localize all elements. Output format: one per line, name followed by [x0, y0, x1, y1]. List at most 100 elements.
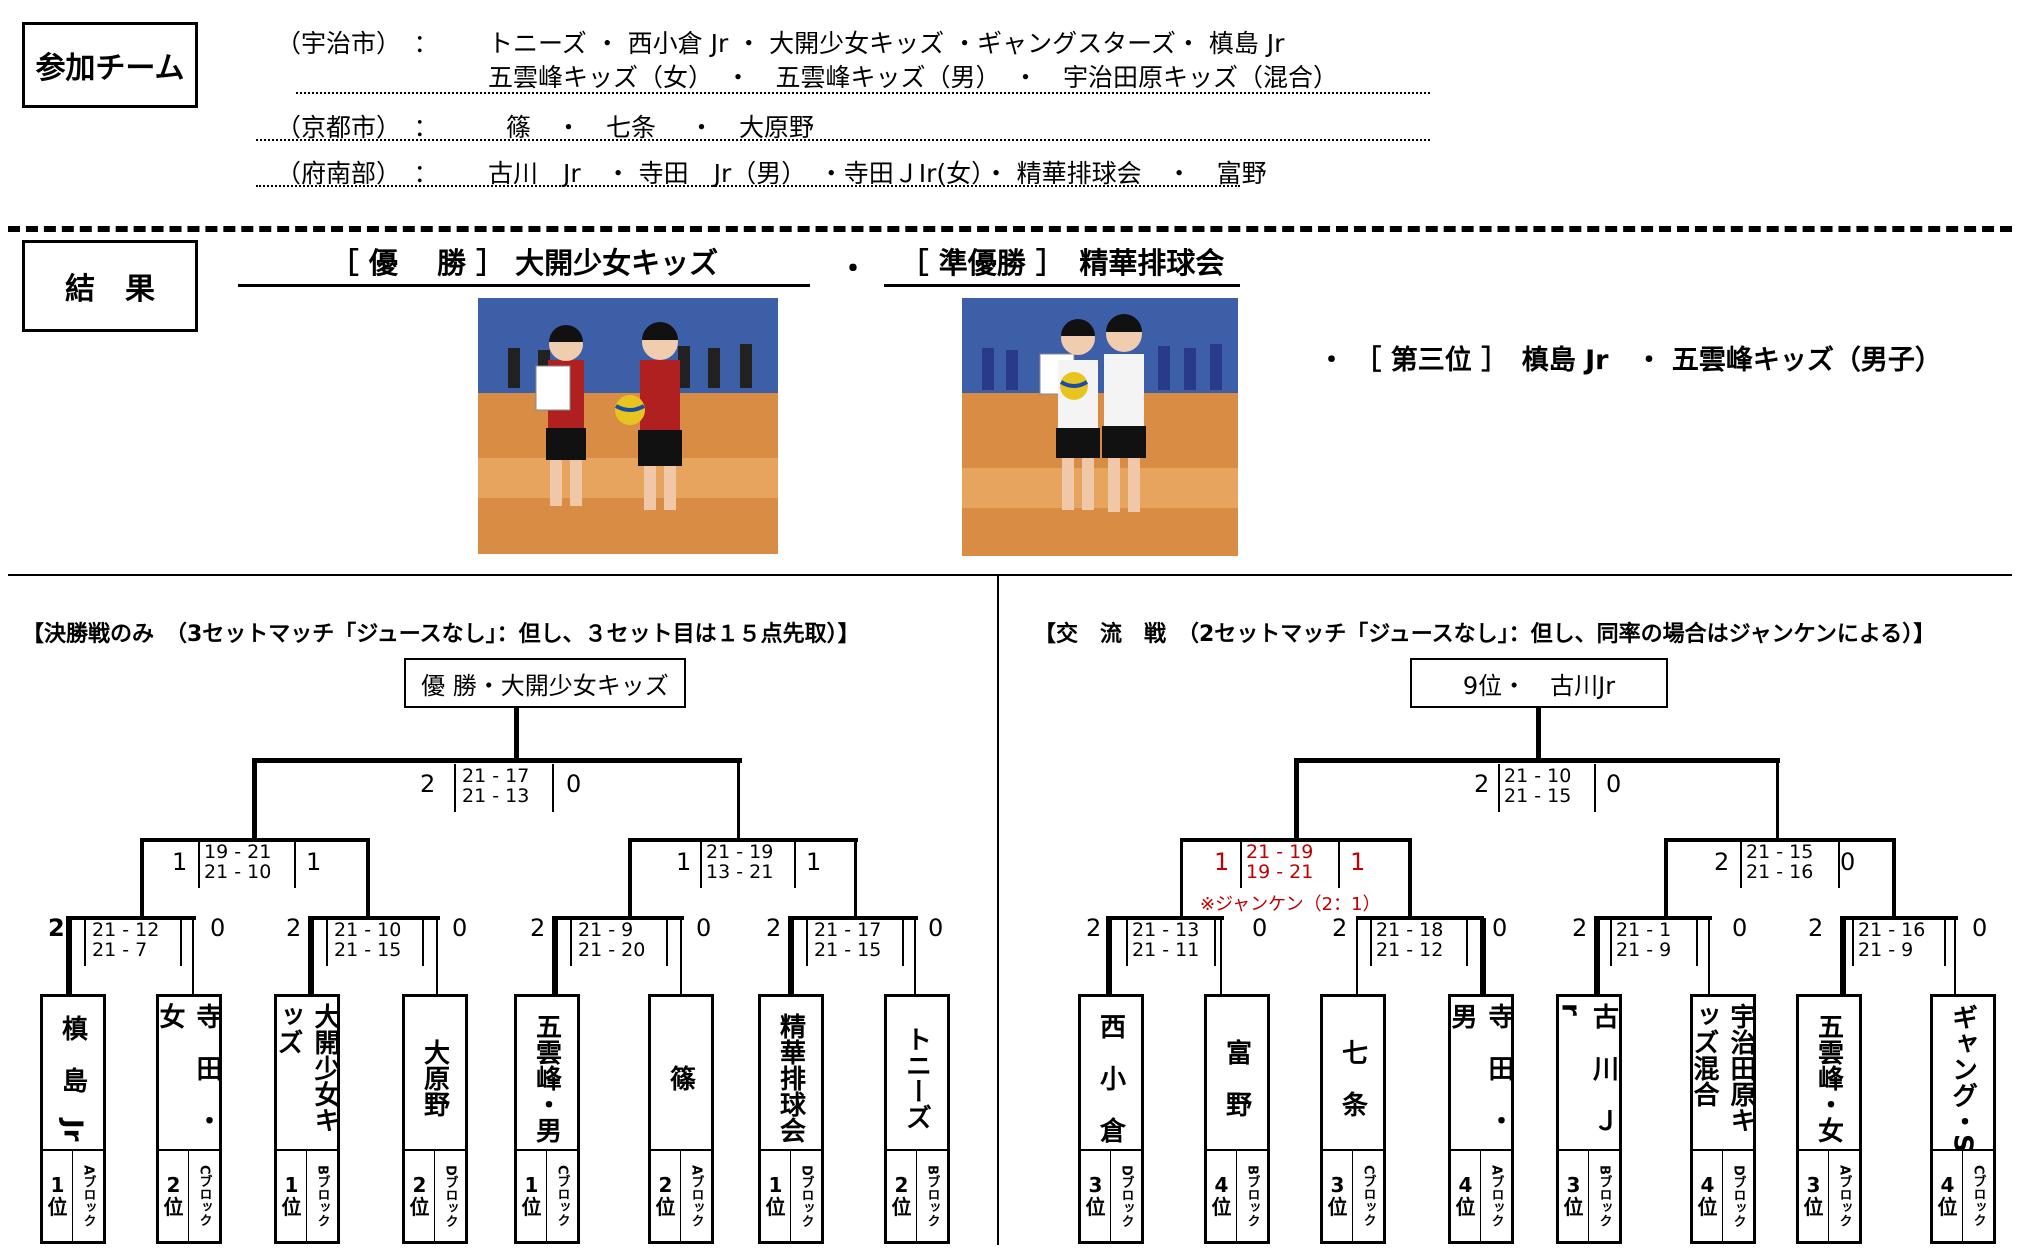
- right-final-right-wins: 0: [1606, 770, 1622, 798]
- dashed-separator: [8, 226, 2012, 232]
- left-q1-left-wins: 2: [48, 914, 65, 942]
- right-team-block: Aブロック: [1828, 1151, 1859, 1241]
- left-team-rank-number: 1: [524, 1173, 539, 1197]
- right-champion: 9位・ 古川Jr: [1462, 671, 1616, 700]
- left-q4-left-wins: 2: [766, 914, 782, 942]
- right-semi1-right-wins: 1: [1350, 848, 1366, 876]
- left-team-rank-suffix: 位: [281, 1195, 302, 1219]
- right-team-block: Cブロック: [1962, 1151, 1993, 1241]
- left-team-rank-number: 1: [284, 1173, 299, 1197]
- kyoto-region: （京都市） ：: [276, 113, 439, 142]
- right-team-name: 西 小 倉: [1095, 1013, 1126, 1143]
- right-semi2-right-wins: 0: [1840, 848, 1856, 876]
- right-team-name: 五雲峰・女: [1813, 1013, 1844, 1143]
- left-team-rank-suffix: 位: [655, 1195, 676, 1219]
- section-separator: [8, 574, 2012, 576]
- right-q1-right-wins: 0: [1252, 914, 1268, 942]
- third-place: ・ ［ 第三位 ］ 槙島 Jr ・ 五雲峰キッズ（男子）: [1318, 345, 1942, 376]
- right-team-block: Bブロック: [1236, 1151, 1267, 1241]
- left-semi1-right-wins: 1: [306, 848, 322, 876]
- right-team-block: Dブロック: [1110, 1151, 1141, 1241]
- runner-up-title: ［ 準優勝 ］ 精華排球会: [884, 240, 1240, 287]
- right-final-left-wins: 2: [1474, 770, 1490, 798]
- left-team-rank-suffix: 位: [765, 1195, 786, 1219]
- left-champion: 優 勝・大開少女キッズ: [421, 671, 669, 700]
- left-team-block: Aブロック: [680, 1151, 711, 1241]
- left-team-block: Cブロック: [188, 1151, 219, 1241]
- left-team-name: 篠: [665, 1065, 696, 1091]
- right-team-name: 宇治田原キッズ混合: [1689, 1003, 1756, 1133]
- uji-underline: [296, 92, 1430, 94]
- winner-title: ［ 優 勝 ］ 大開少女キッズ: [238, 240, 810, 287]
- right-team-rank-number: 3: [1330, 1173, 1345, 1197]
- left-semi2-right-wins: 1: [806, 848, 822, 876]
- left-q3-right-wins: 0: [696, 914, 712, 942]
- right-team-name: 七 条: [1337, 1039, 1368, 1117]
- runner-up-photo: [962, 298, 1238, 556]
- right-team-name: 富 野: [1221, 1039, 1252, 1117]
- right-team-rank-number: 3: [1088, 1173, 1103, 1197]
- left-team-block: Bブロック: [306, 1151, 337, 1241]
- right-semi1-note: ※ジャンケン（2：1）: [1200, 894, 1381, 915]
- right-team-rank-suffix: 位: [1697, 1195, 1718, 1219]
- right-team-rank-suffix: 位: [1803, 1195, 1824, 1219]
- right-team-rank-number: 4: [1458, 1173, 1473, 1197]
- left-team-name: トニーズ: [901, 1026, 932, 1130]
- uji-line1: トニーズ ・ 西小倉 Jr ・ 大開少女キッズ ・ギャングスターズ・ 槙島 Jr: [488, 29, 1285, 58]
- left-team-rank-suffix: 位: [409, 1195, 430, 1219]
- runner-up-photo-image: [962, 298, 1238, 556]
- results-bullet: ・: [838, 252, 868, 287]
- results-label: 結 果: [65, 272, 155, 307]
- funan-region: （府南部） ：: [276, 159, 439, 188]
- left-team-rank-number: 2: [894, 1173, 909, 1197]
- right-team-rank-number: 4: [1940, 1173, 1955, 1197]
- left-team-name: 寺 田 ・ 女: [155, 1003, 222, 1159]
- results-label-box: 結 果: [22, 240, 198, 332]
- right-q2-left-wins: 2: [1332, 914, 1348, 942]
- right-team-rank-suffix: 位: [1455, 1195, 1476, 1219]
- kyoto-line: 篠 ・ 七条 ・ 大原野: [506, 113, 814, 142]
- right-team-rank-suffix: 位: [1327, 1195, 1348, 1219]
- right-q3-right-wins: 0: [1732, 914, 1748, 942]
- right-q4-right-wins: 0: [1972, 914, 1988, 942]
- right-heading: 【交 流 戦 （2セットマッチ「ジュースなし」：但し、同率の場合はジャンケンによ…: [1034, 622, 1936, 647]
- right-semi2-left-wins: 2: [1714, 848, 1730, 876]
- left-team-rank-number: 2: [166, 1173, 181, 1197]
- right-team-rank-suffix: 位: [1211, 1195, 1232, 1219]
- left-final-left-wins: 2: [420, 770, 436, 798]
- right-team-block: Aブロック: [1480, 1151, 1511, 1241]
